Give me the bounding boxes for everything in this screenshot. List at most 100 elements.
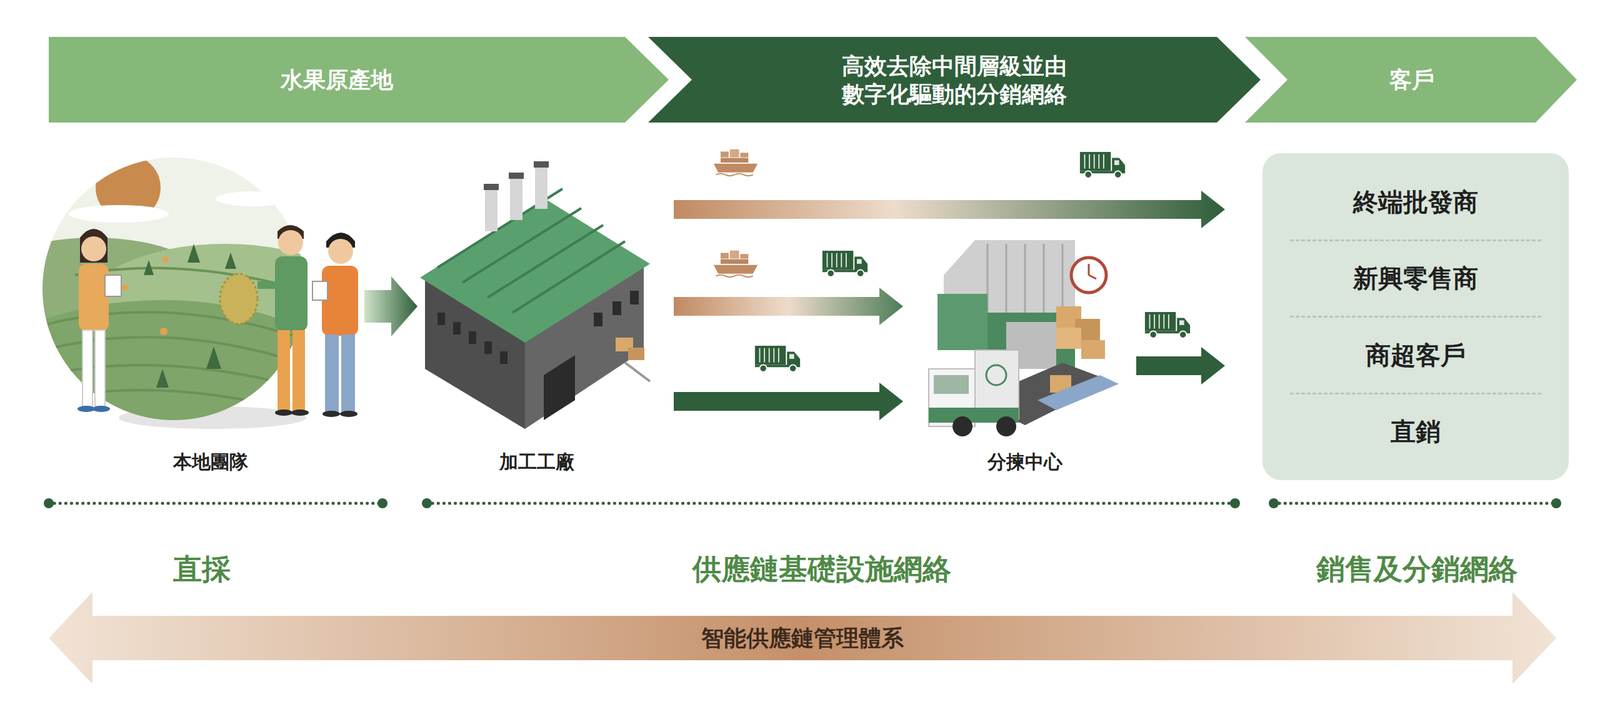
illustration-part [206,346,222,369]
illustration-part [1551,498,1562,509]
illustration-part [292,330,305,412]
section-rules [48,501,1557,505]
illustration-part [593,312,603,327]
illustration-part [80,228,108,263]
region-banner: 客戶 [1245,36,1577,123]
farm-node: 本地團隊 [61,153,360,479]
illustration-part [82,330,93,407]
illustration-part [156,368,169,388]
customer-panel: 終端批發商新興零售商商超客戶直銷 [1262,153,1569,480]
truck-icon [822,250,868,277]
illustration-part [95,330,105,407]
illustration-part [325,334,339,412]
section-label: 銷售及分銷網絡 [1316,550,1518,589]
region-banner-fill [1245,36,1577,123]
illustration-part [225,252,237,269]
illustration-part [437,312,445,325]
flow-arrow [1136,346,1225,385]
flow-arrow [673,382,904,420]
illustration-part [1056,327,1082,349]
illustration-part [510,176,523,220]
ship-icon [713,250,758,278]
illustration-part [625,362,650,382]
illustration-part [612,301,622,315]
truck-figure [928,350,1019,437]
flow-arrow [364,276,418,337]
illustration-part [77,405,95,412]
node-title: 智能供應鏈管理體系 [701,623,904,652]
illustration-part [421,498,432,509]
illustration-part [105,275,122,297]
node-caption: 本地團隊 [173,450,249,474]
illustration-part [533,161,549,168]
illustration-part [92,405,110,412]
clock-icon [1071,257,1107,293]
customer-type: 終端批發商 [1290,164,1542,242]
flow-arrow [673,190,1225,229]
illustration-part [341,334,355,412]
transport-icons [713,149,1190,372]
illustration-part [215,191,291,207]
illustration-part [1230,498,1240,509]
section-label: 供應鏈基礎設施網絡 [692,550,952,589]
illustration-part [512,241,625,313]
region-banner-outline [648,36,1261,123]
illustration-part [121,284,129,291]
rule-end-dot [43,498,1562,509]
illustration-part [487,225,604,298]
illustration-part [143,260,154,275]
illustration-part [187,243,200,263]
truck-icon [1145,311,1190,339]
node-title: 水果原產地 [280,65,394,94]
illustration-part [121,256,169,335]
factory-illustration [420,161,650,429]
illustration-part [78,263,109,332]
illustration-part [453,321,461,335]
illustration-part [1088,275,1097,279]
ship-icon [713,149,758,177]
illustration-part [377,498,388,509]
section-label: 直採 [173,550,231,589]
illustration-part [996,416,1017,437]
illustration-part [277,330,290,412]
illustration-part [986,365,1007,385]
illustration-part [160,327,168,335]
illustration-part [952,416,973,437]
box-stack [1037,306,1119,410]
illustration-part [340,410,358,417]
factory-door [543,355,575,420]
management-band-fill [48,591,1557,684]
flow-arrow [673,287,904,325]
illustration-part [535,165,548,209]
sorting-center-node: 分揀中心 [918,225,1132,479]
truck-icon [1080,151,1125,179]
illustration-part [1037,375,1119,410]
node-caption: 分揀中心 [987,450,1063,474]
illustration-part [68,205,169,223]
person-figure [77,228,122,412]
illustration-part [628,347,645,360]
region-banner: 高效去除中間層級並由 數字化驅動的分銷網絡 [648,36,1261,123]
illustration-part [43,498,54,509]
factory-roof [420,198,650,343]
illustration-part [1081,340,1105,359]
illustration-part [328,238,354,264]
factory-node: 加工工廠 [420,153,654,479]
node-caption: 加工工廠 [499,450,575,474]
illustration-part [484,341,492,354]
sorting-center-illustration [928,240,1119,437]
illustration-part [257,281,279,289]
chimney [483,161,549,232]
box-stack [615,337,650,382]
farm-scene [0,155,369,450]
illustration-part [630,290,639,305]
illustration-part [275,409,293,416]
illustration-part [220,273,258,324]
farm-illustration [0,155,369,450]
illustration-part [437,188,625,313]
illustration-part [81,236,107,262]
region-banner-fill [48,36,669,123]
person-figure [312,232,359,417]
illustration-part [500,351,508,364]
